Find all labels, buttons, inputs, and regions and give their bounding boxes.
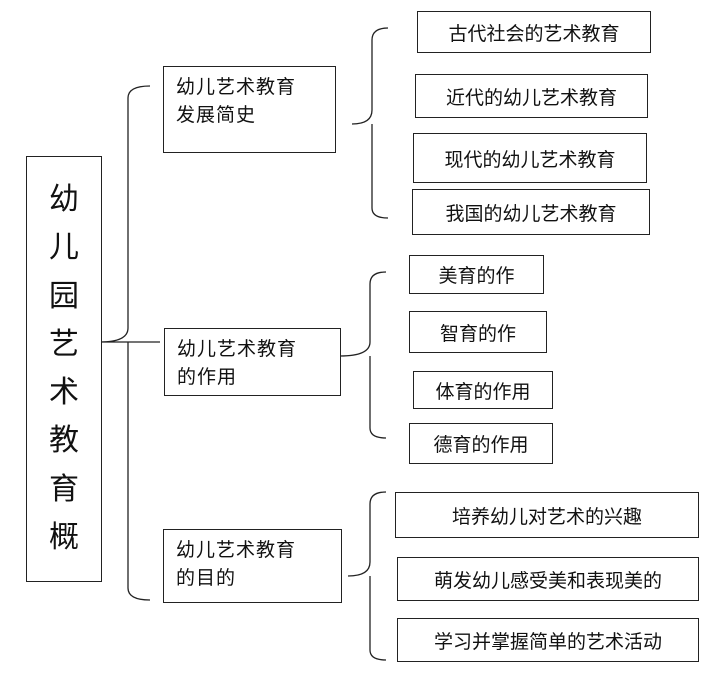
branch-node-role: 幼儿艺术教育 的作用 bbox=[164, 328, 341, 396]
branch-label-line: 的目的 bbox=[176, 567, 237, 589]
root-char: 术 bbox=[49, 375, 79, 411]
leaf-node: 培养幼儿对艺术的兴趣 bbox=[395, 492, 699, 538]
leaf-node: 我国的幼儿艺术教育 bbox=[412, 189, 650, 235]
root-char: 育 bbox=[49, 471, 79, 507]
root-bracket bbox=[99, 85, 160, 601]
leaf-node: 美育的作 bbox=[409, 255, 544, 294]
root-char: 教 bbox=[49, 423, 79, 459]
branch-node-history: 幼儿艺术教育 发展简史 bbox=[163, 66, 336, 153]
branch-2-bracket bbox=[339, 271, 387, 439]
branch-1-bracket bbox=[351, 27, 389, 219]
branch-3-bracket bbox=[347, 491, 387, 661]
branch-label-line: 的作用 bbox=[177, 366, 238, 388]
leaf-node: 学习并掌握简单的艺术活动 bbox=[397, 618, 699, 662]
root-char: 儿 bbox=[49, 230, 79, 266]
leaf-node: 体育的作用 bbox=[413, 371, 553, 409]
root-char: 艺 bbox=[49, 326, 79, 362]
leaf-node: 古代社会的艺术教育 bbox=[417, 11, 651, 53]
leaf-node: 现代的幼儿艺术教育 bbox=[413, 133, 647, 183]
branch-label-line: 幼儿艺术教育 bbox=[177, 338, 298, 360]
branch-label-line: 幼儿艺术教育 bbox=[176, 76, 297, 98]
leaf-node: 近代的幼儿艺术教育 bbox=[415, 74, 648, 118]
leaf-node: 德育的作用 bbox=[409, 423, 553, 464]
root-char: 幼 bbox=[49, 182, 79, 218]
leaf-node: 萌发幼儿感受美和表现美的 bbox=[397, 557, 699, 601]
branch-node-purpose: 幼儿艺术教育 的目的 bbox=[163, 529, 342, 603]
root-char: 园 bbox=[49, 278, 79, 314]
branch-label-line: 幼儿艺术教育 bbox=[176, 539, 297, 561]
root-node: 幼 儿 园 艺 术 教 育 概 bbox=[26, 156, 102, 582]
root-char: 概 bbox=[49, 519, 79, 555]
leaf-node: 智育的作 bbox=[409, 311, 547, 353]
branch-label-line: 发展简史 bbox=[176, 104, 257, 126]
